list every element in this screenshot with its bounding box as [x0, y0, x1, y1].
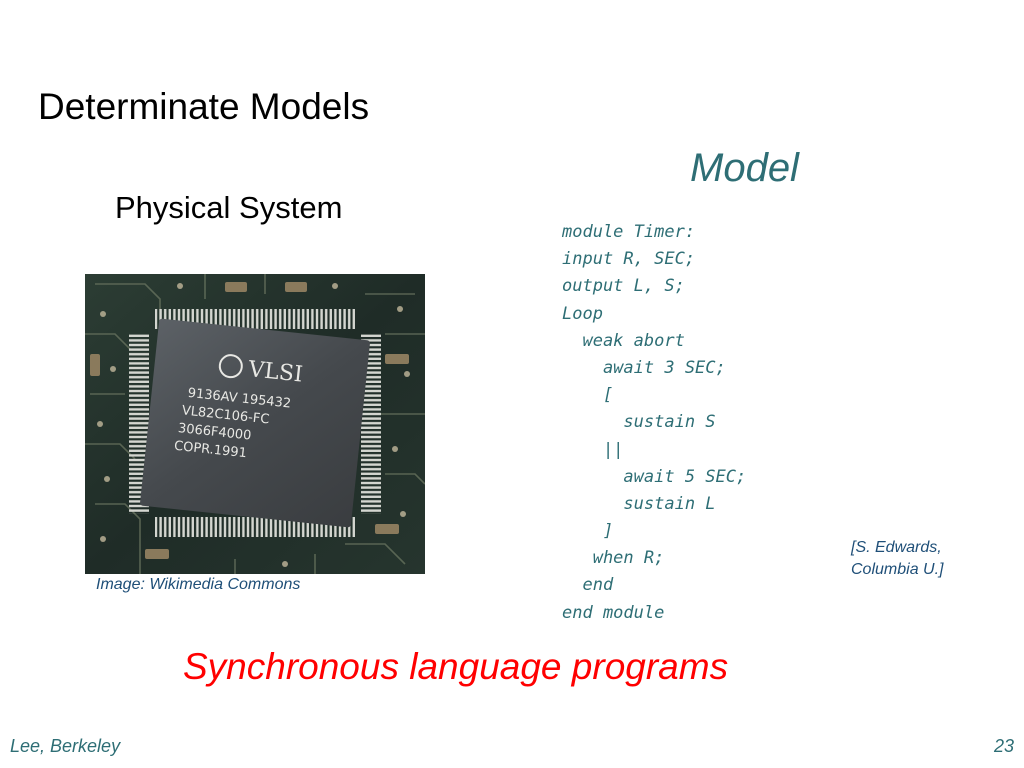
code-block: module Timer: input R, SEC; output L, S;…	[562, 219, 746, 627]
slide-title: Determinate Models	[38, 86, 370, 127]
code-line: await 3 SEC;	[562, 357, 726, 378]
page-number: 23	[993, 736, 1014, 756]
code-line: end module	[562, 602, 665, 623]
circuit-board-photo: VLSI 9136AV 195432 VL82C106-FC 3066F4000…	[85, 274, 425, 574]
code-line: Loop	[562, 303, 603, 324]
code-line: weak abort	[562, 330, 685, 351]
physical-system-heading: Physical System	[115, 190, 343, 225]
code-line: when R;	[562, 548, 665, 569]
code-line: sustain L	[562, 493, 716, 514]
slide-subtitle: Synchronous language programs	[183, 646, 729, 687]
model-heading: Model	[690, 146, 799, 190]
citation-line: [S. Edwards,	[851, 539, 942, 556]
citation: [S. Edwards, Columbia U.]	[851, 537, 943, 581]
code-line: ||	[562, 439, 624, 460]
code-line: end	[562, 575, 614, 596]
code-line: module Timer:	[562, 222, 696, 242]
code-line: output L, S;	[562, 276, 685, 297]
code-line: await 5 SEC;	[562, 466, 747, 487]
code-line: sustain S	[562, 412, 716, 433]
citation-line: Columbia U.]	[851, 561, 944, 578]
chip-text: VLSI	[246, 357, 304, 388]
code-line: input R, SEC;	[562, 249, 696, 270]
footer-author: Lee, Berkeley	[10, 736, 121, 756]
code-line: [	[562, 385, 614, 406]
image-caption: Image: Wikimedia Commons	[96, 576, 301, 593]
code-line: ]	[562, 521, 614, 542]
